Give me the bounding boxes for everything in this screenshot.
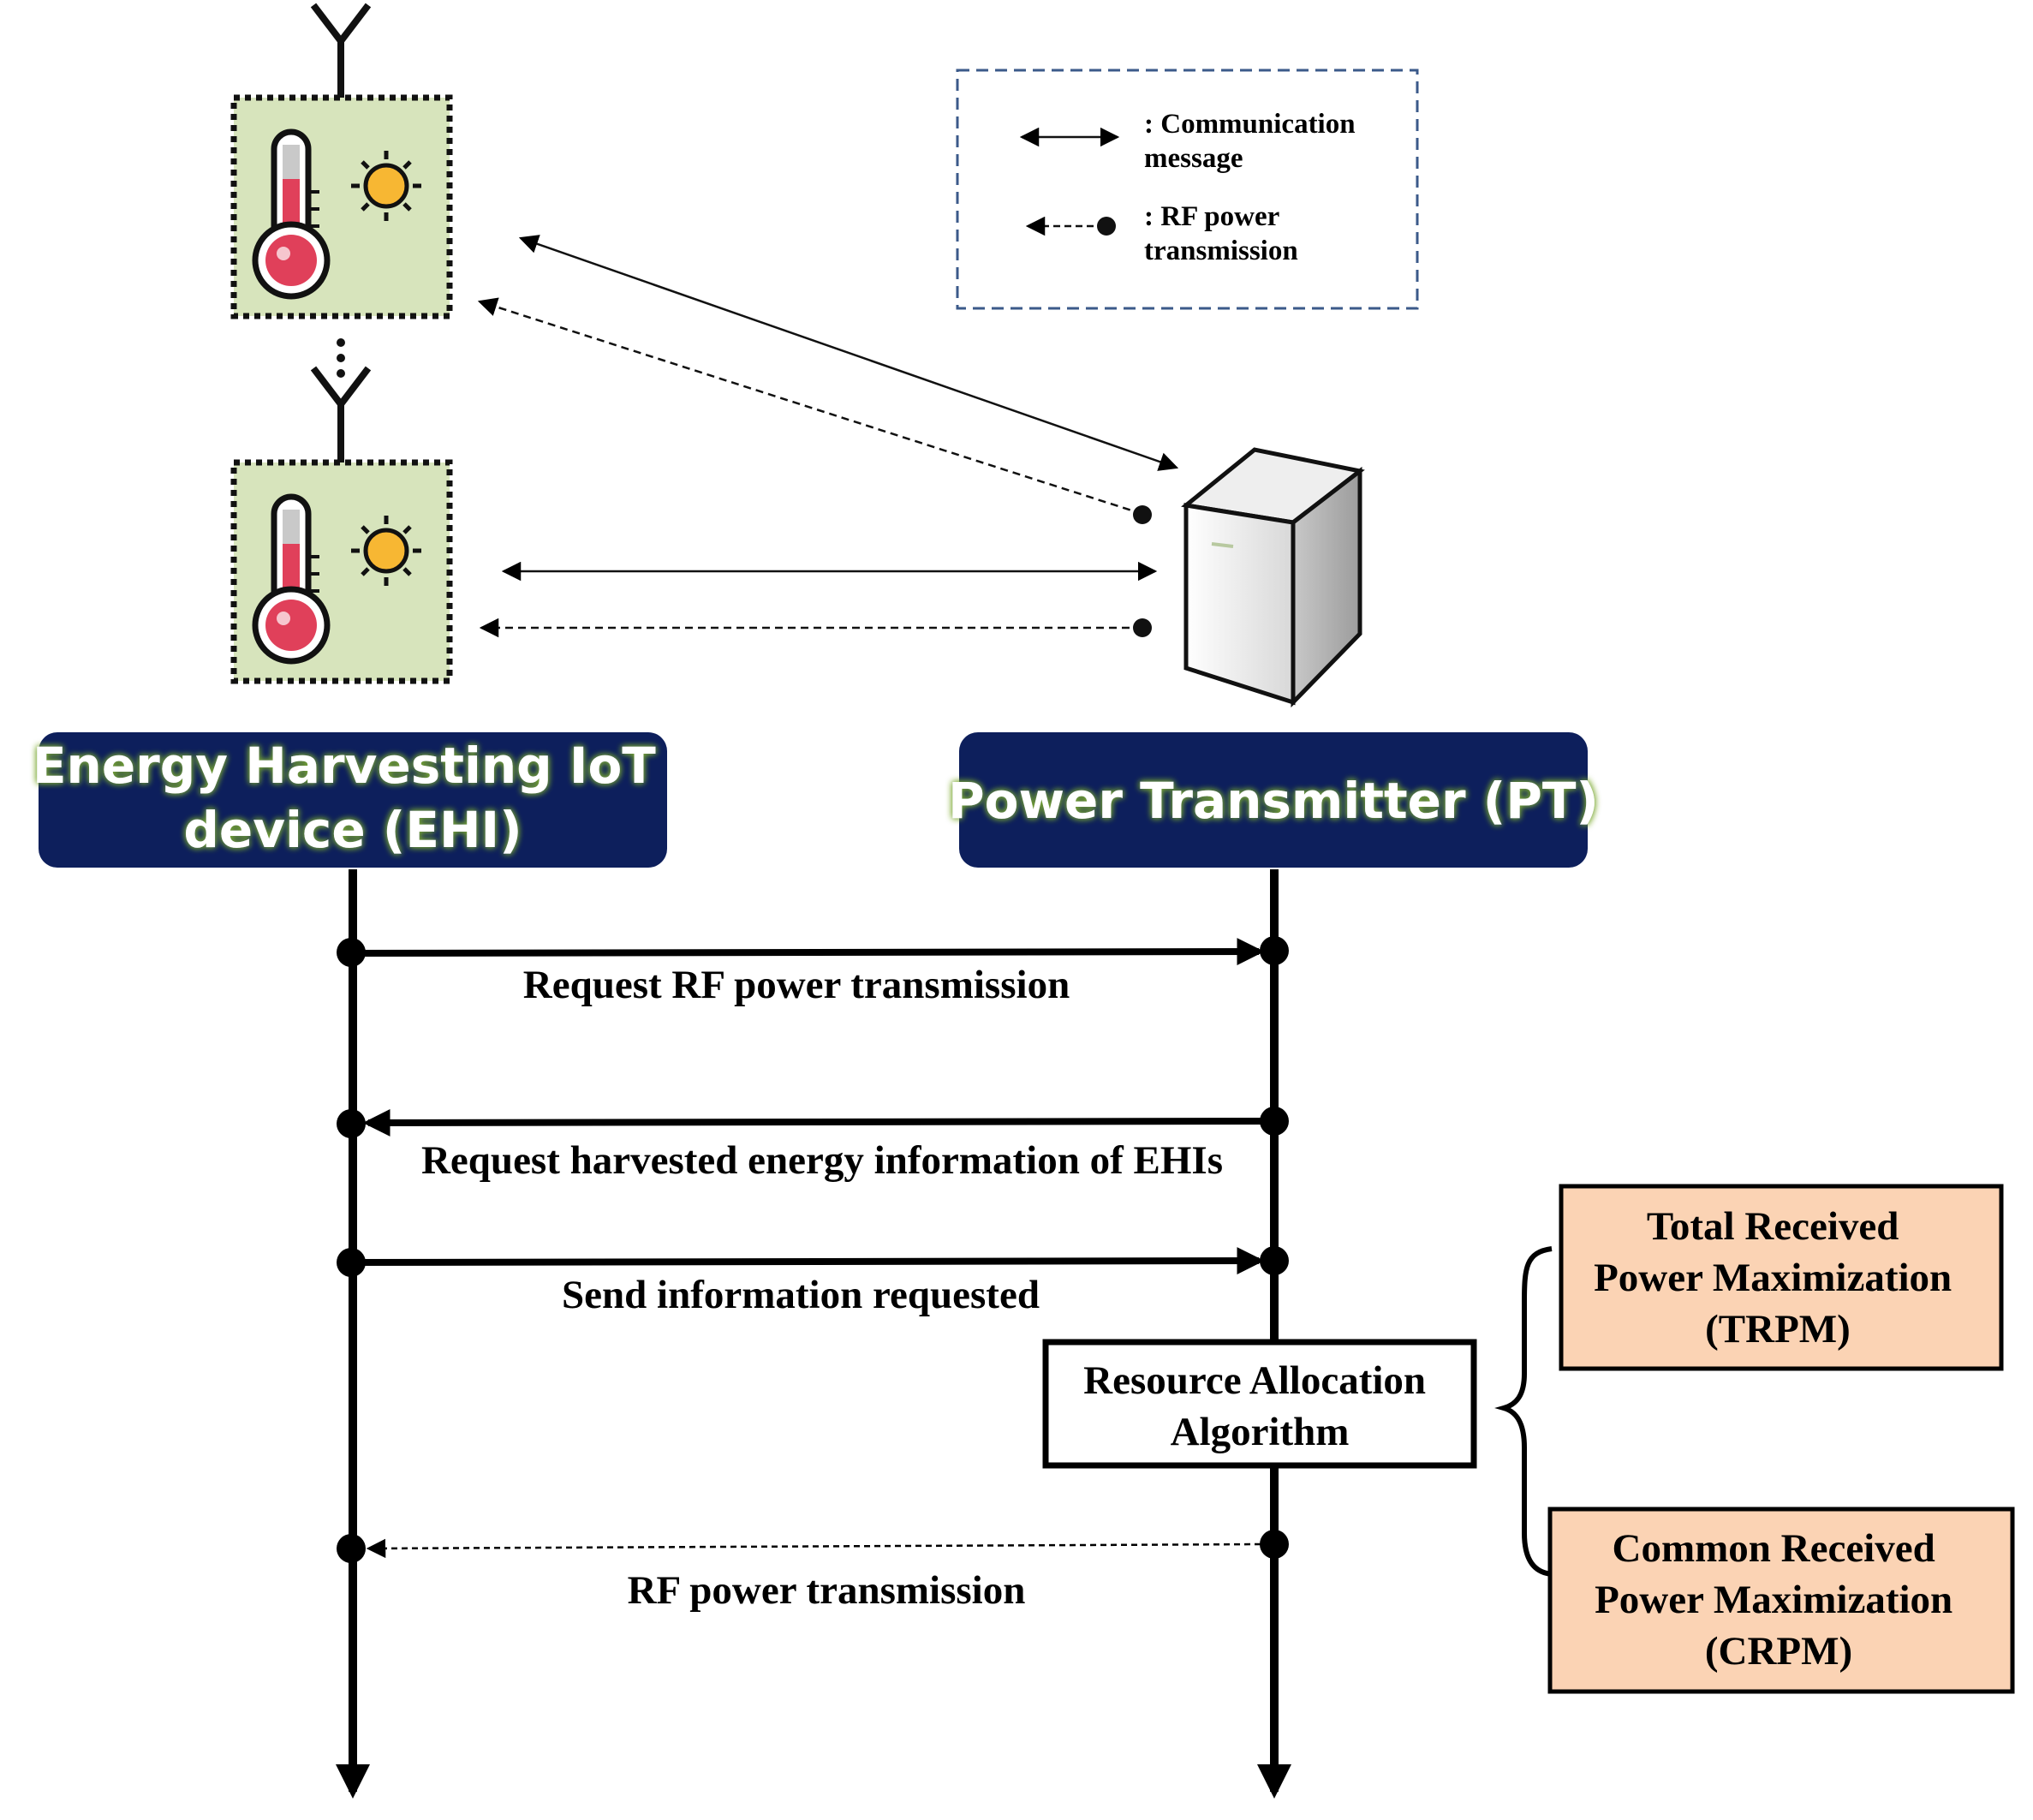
ellipsis-dots [337, 338, 345, 378]
algorithm-box: Resource Allocation Algorithm [1042, 1339, 1477, 1469]
message-request-info-label: Request harvested energy information of … [421, 1138, 1223, 1183]
message-request-rf-label: Request RF power transmission [523, 963, 1070, 1007]
power-transmitter-icon [1181, 447, 1365, 708]
rf-source-dot [1133, 618, 1152, 637]
method-crpm-label: Common Received Power Maximization (CRPM… [1595, 1526, 1963, 1674]
message-send-info: Send information requested [337, 1246, 1289, 1317]
rf-power-arrow-1 [477, 297, 1143, 516]
legend-rf-dot [1097, 217, 1116, 236]
legend-rf-label: : RF power transmission [1144, 201, 1298, 266]
method-trpm-label: Total Received Power Maximization (TRPM) [1594, 1204, 1962, 1352]
actor-ehi-label: Energy Harvesting IoT device (EHI) [33, 737, 673, 859]
rf-source-dot [1133, 505, 1152, 524]
method-crpm: Common Received Power Maximization (CRPM… [1547, 1507, 2015, 1694]
message-rf-transmission: RF power transmission [337, 1530, 1289, 1613]
message-request-info: Request harvested energy information of … [337, 1107, 1289, 1183]
legend-communication-label: : Communication message [1144, 109, 1362, 174]
ehi-device-1 [234, 5, 450, 316]
method-trpm: Total Received Power Maximization (TRPM) [1559, 1184, 2004, 1371]
actor-ehi: Energy Harvesting IoT device (EHI) [33, 732, 673, 868]
message-rf-transmission-label: RF power transmission [628, 1568, 1026, 1613]
antenna-icon [313, 5, 368, 99]
curly-brace [1494, 1246, 1553, 1577]
temperature-sensor-icon [234, 462, 450, 681]
temperature-sensor-icon [234, 98, 450, 316]
legend: : Communication message : RF power trans… [956, 69, 1419, 310]
message-request-rf: Request RF power transmission [337, 936, 1289, 1007]
algorithm-label: Resource Allocation Algorithm [1083, 1358, 1436, 1454]
communication-arrow-1 [518, 235, 1179, 471]
actor-pt-label: Power Transmitter (PT) [948, 772, 1599, 830]
ehi-device-2 [234, 368, 450, 681]
antenna-icon [313, 368, 368, 462]
actor-pt: Power Transmitter (PT) [948, 732, 1599, 868]
message-send-info-label: Send information requested [562, 1273, 1040, 1317]
